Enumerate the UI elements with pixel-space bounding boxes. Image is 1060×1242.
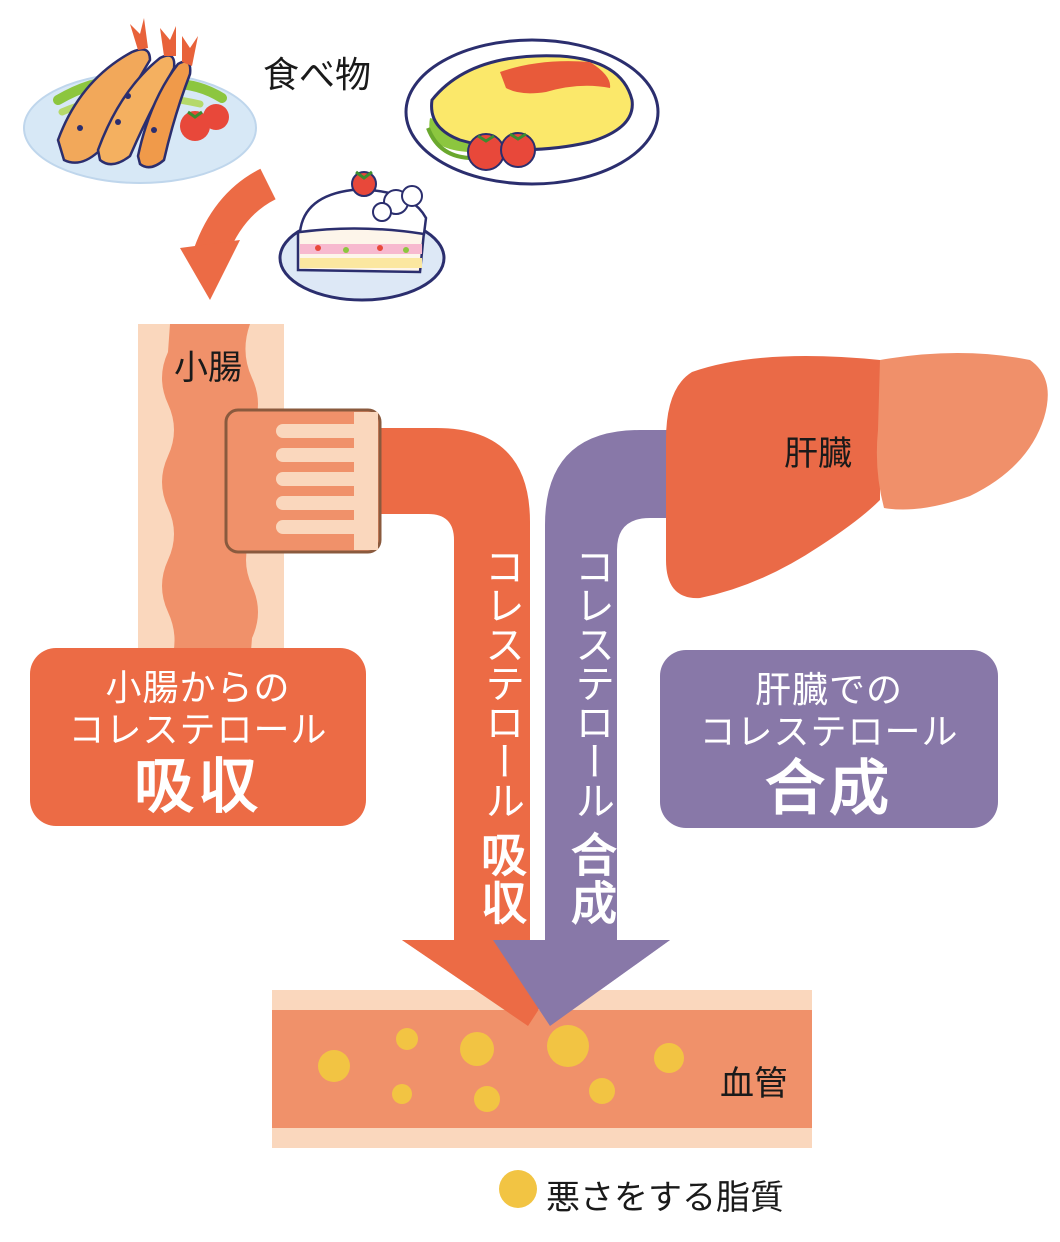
absorption-box-line2: コレステロール (68, 710, 328, 751)
small-intestine-label: 小腸 (174, 348, 242, 388)
cake-icon (278, 170, 446, 302)
lipid-particles (318, 1025, 684, 1112)
synthesis-arrow-emphasis: 合成 (564, 831, 618, 927)
lipid-particle (589, 1078, 615, 1104)
legend-label: 悪さをする脂質 (546, 1178, 784, 1218)
legend-lipid-icon (499, 1170, 537, 1208)
lipid-particle (396, 1028, 418, 1050)
lipid-particle (474, 1086, 500, 1112)
villi-zoom-box (224, 408, 382, 554)
omurice-plate-icon (404, 38, 660, 186)
blood-vessel-illustration (272, 940, 812, 1148)
synthesis-box-line1: 肝臓での (754, 670, 903, 711)
synthesis-box-line2: コレステロール (699, 712, 959, 753)
lipid-particle (392, 1084, 412, 1104)
absorption-box-line1: 小腸からの (105, 668, 291, 709)
lipid-particle (460, 1032, 494, 1066)
absorption-box-title: 吸収 (134, 752, 262, 822)
liver-label: 肝臓 (784, 434, 852, 474)
lipid-particle (547, 1025, 589, 1067)
absorption-arrow-text: コレステロール (478, 546, 524, 819)
lipid-particle (654, 1043, 684, 1073)
fried-shrimp-plate-icon (23, 18, 257, 184)
absorption-arrow-emphasis: 吸収 (474, 831, 528, 927)
synthesis-box-title: 合成 (765, 754, 893, 824)
absorption-box: 小腸からの コレステロール 吸収 (30, 648, 366, 826)
food-label: 食べ物 (263, 55, 372, 96)
synthesis-arrow-label: コレステロール合成 (558, 546, 624, 927)
lipid-particle (318, 1050, 350, 1082)
synthesis-arrow-text: コレステロール (568, 546, 614, 819)
liver-illustration (666, 353, 1048, 599)
synthesis-box: 肝臓での コレステロール 合成 (660, 650, 998, 828)
absorption-arrow-label: コレステロール吸収 (468, 546, 534, 927)
blood-vessel-label: 血管 (720, 1064, 788, 1104)
food-to-intestine-arrow (180, 168, 277, 300)
